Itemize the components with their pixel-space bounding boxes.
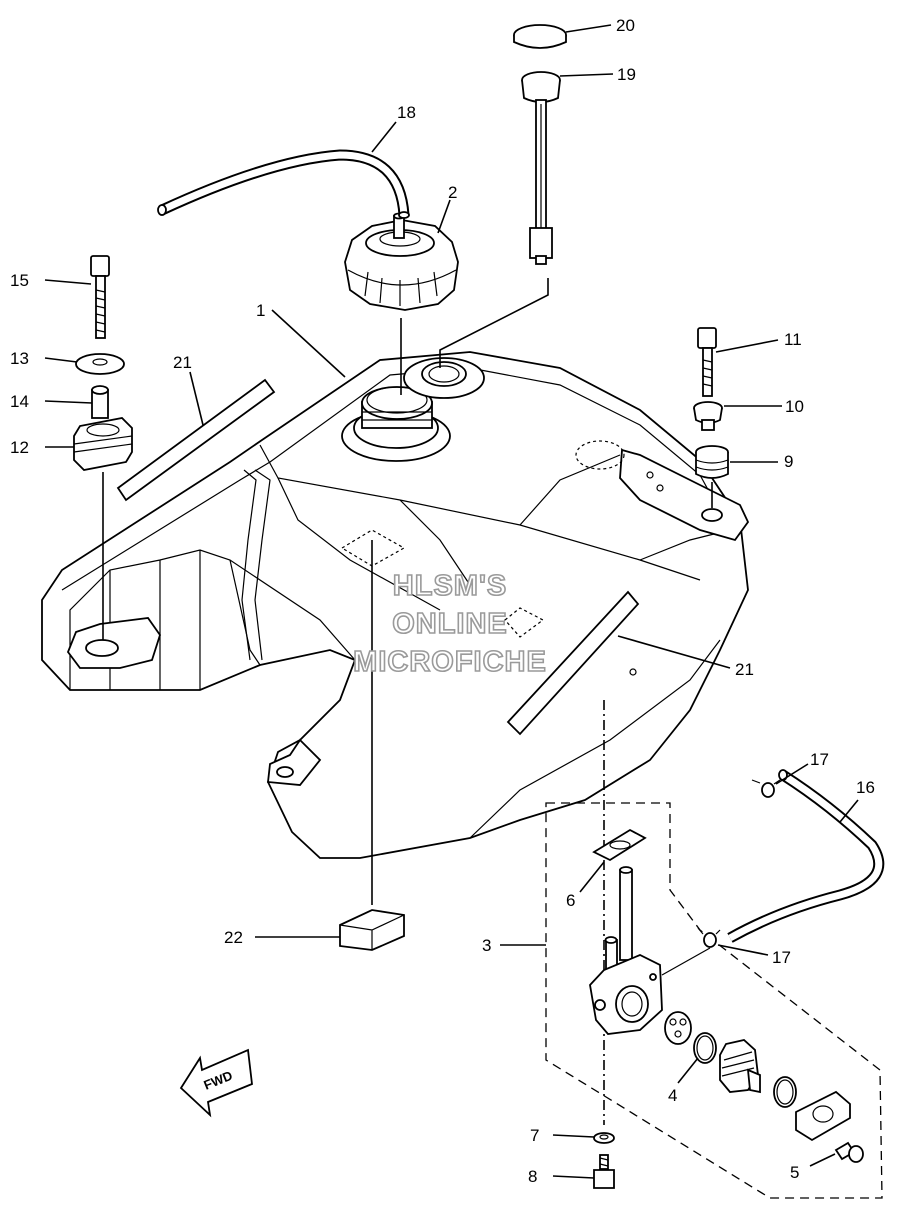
fuel-cock — [589, 866, 663, 1035]
foam-pad — [339, 909, 405, 951]
gasket-6 — [592, 828, 647, 862]
callout-18: 18 — [397, 103, 416, 122]
watermark-line-3: MICROFICHE — [353, 646, 547, 678]
drain-bolt-8 — [593, 1154, 615, 1189]
callout-21-left: 21 — [173, 353, 192, 372]
callout-20: 20 — [616, 16, 635, 35]
lever-plate — [664, 1011, 692, 1045]
callout-22: 22 — [224, 928, 243, 947]
washer-13 — [75, 353, 125, 375]
watermark-line-1: HLSM'S — [393, 570, 507, 602]
callout-16: 16 — [856, 778, 875, 797]
callout-12: 12 — [10, 438, 29, 457]
callout-8: 8 — [528, 1167, 537, 1186]
callout-1: 1 — [256, 301, 265, 320]
fuel-tank — [41, 351, 750, 859]
breather-hose — [157, 149, 410, 219]
watermark-line-2: ONLINE — [392, 608, 508, 640]
bolt-11 — [697, 327, 717, 397]
washer-7 — [593, 1132, 615, 1144]
callout-13: 13 — [10, 349, 29, 368]
screw-5 — [834, 1141, 864, 1163]
callout-6: 6 — [566, 891, 575, 910]
cock-assembly-boundary — [545, 802, 883, 1199]
callout-5: 5 — [790, 1163, 799, 1182]
damper-strip-right — [506, 590, 640, 736]
o-ring-4 — [693, 1032, 717, 1064]
callout-17-lower: 17 — [772, 948, 791, 967]
callout-19: 19 — [617, 65, 636, 84]
cover-plate — [795, 1090, 851, 1142]
hose-clip-lower — [697, 927, 721, 948]
watermark: HLSM'S ONLINE MICROFICHE — [352, 569, 547, 679]
callout-21-right: 21 — [735, 660, 754, 679]
fuel-gauge — [521, 71, 561, 265]
lever — [719, 1039, 761, 1094]
hose-clip-upper — [751, 779, 781, 798]
callout-3: 3 — [482, 936, 491, 955]
forward-arrow-icon: FWD — [179, 1048, 253, 1118]
callout-10: 10 — [785, 397, 804, 416]
callout-17-upper: 17 — [810, 750, 829, 769]
damper-9 — [695, 445, 729, 479]
collar-10 — [693, 401, 723, 431]
o-ring — [773, 1076, 797, 1108]
damper-strip-left — [116, 378, 276, 502]
damper-12 — [73, 417, 133, 471]
callout-4: 4 — [668, 1086, 677, 1105]
bolt-15 — [90, 255, 110, 339]
collar-14 — [91, 385, 109, 419]
callout-7: 7 — [530, 1126, 539, 1145]
fuel-cap — [344, 212, 459, 311]
callout-9: 9 — [784, 452, 793, 471]
callout-15: 15 — [10, 271, 29, 290]
callout-11: 11 — [784, 330, 802, 349]
callout-14: 14 — [10, 392, 29, 411]
callout-2: 2 — [448, 183, 457, 202]
fuel-gauge-cap — [513, 24, 567, 49]
callout-labels: 1 2 3 4 5 6 7 8 9 10 11 12 13 14 15 16 1… — [10, 16, 875, 1186]
leader-lines — [44, 24, 859, 1179]
